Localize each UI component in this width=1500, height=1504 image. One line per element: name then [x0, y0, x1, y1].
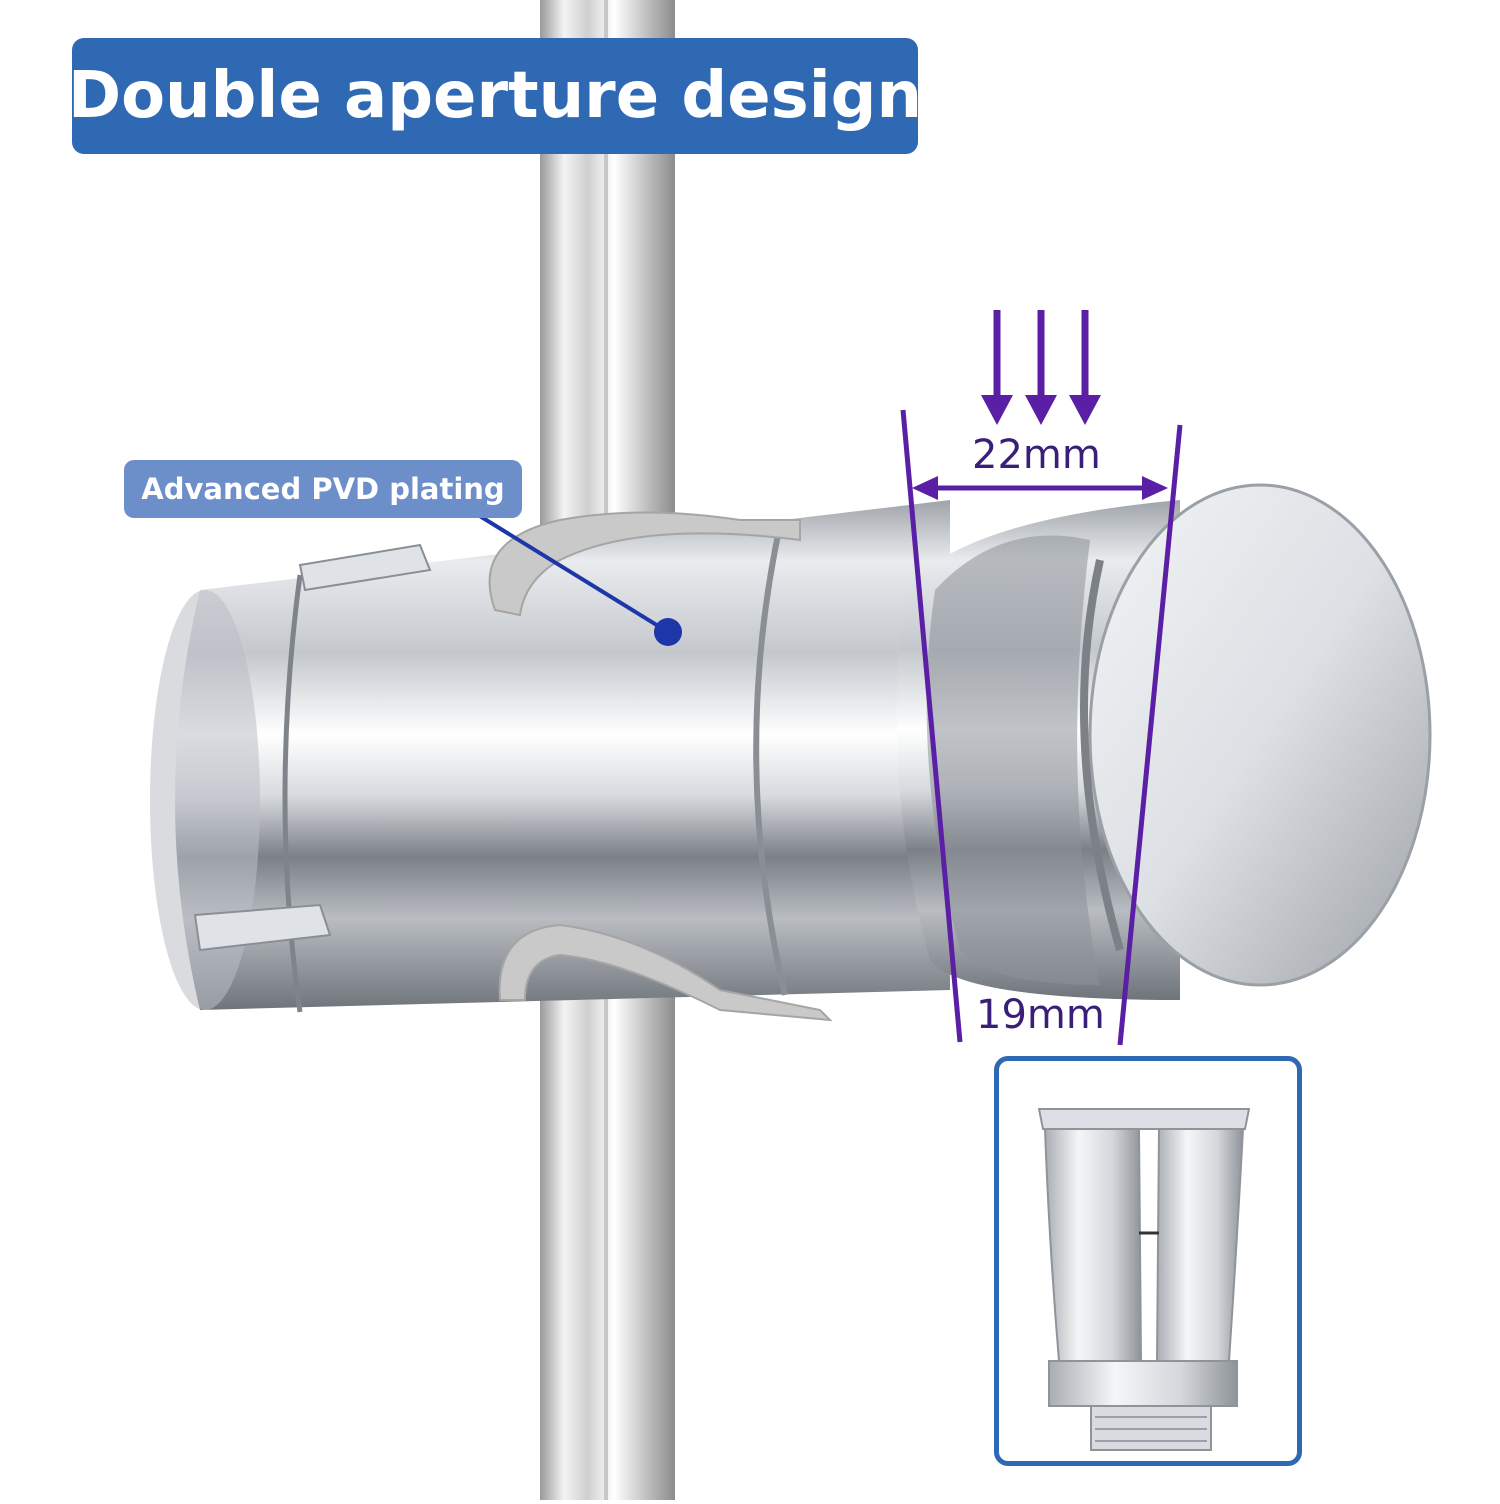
page-title: Double aperture design [67, 59, 923, 133]
double-arrow-icon [912, 476, 1168, 500]
dimension-lines [900, 409, 1183, 1046]
callout-pointer [468, 508, 670, 634]
bottom-width-label: 19mm [976, 992, 1105, 1038]
slider-body [150, 500, 950, 1022]
detail-inset [994, 1056, 1302, 1466]
callout-dot [654, 618, 682, 646]
top-width-label: 22mm [972, 432, 1101, 478]
holder-head [896, 483, 1432, 1000]
feature-callout: Advanced PVD plating [124, 460, 522, 518]
callout-label: Advanced PVD plating [141, 472, 505, 506]
holder-detail-illustration [1037, 1108, 1251, 1451]
down-arrow-icon [981, 310, 1101, 425]
title-banner: Double aperture design [68, 38, 922, 154]
